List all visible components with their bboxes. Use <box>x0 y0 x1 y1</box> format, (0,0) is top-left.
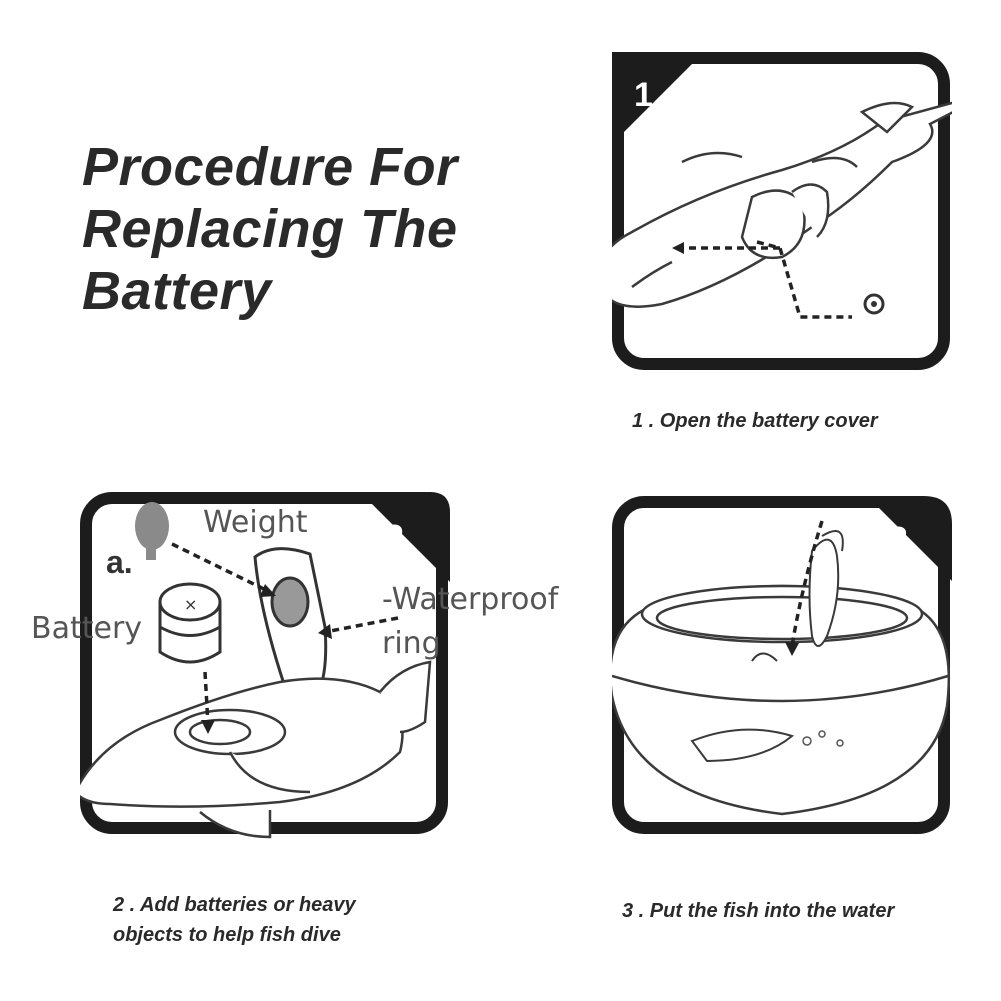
step-2-caption-line-2: objects to help fish dive <box>113 924 341 946</box>
sublabel-a: a. <box>106 544 133 580</box>
label-battery: Battery <box>31 611 143 646</box>
weight-icon <box>135 502 169 550</box>
step-2-panel: 2. × <box>80 492 450 842</box>
step-2-number: 2. <box>384 517 414 558</box>
step-3-panel: 3. <box>612 496 952 836</box>
battery-cover <box>253 547 328 709</box>
fish-bowl <box>612 584 951 816</box>
step-3-caption: 3 . Put the fish into the water <box>622 900 895 922</box>
title-line-1: Procedure For <box>82 137 458 197</box>
battery-icon <box>158 582 222 664</box>
label-ring-line-1: -Waterproof <box>382 582 559 617</box>
step-1-caption: 1 . Open the battery cover <box>632 410 878 432</box>
fish-illustration-1 <box>612 101 952 308</box>
label-ring-line-2: ring <box>382 626 441 661</box>
fish-in-water <box>690 530 844 763</box>
svg-text:×: × <box>184 595 197 614</box>
title-line-2: Replacing The <box>82 199 458 259</box>
page-title: Procedure For Replacing The Battery <box>82 136 542 322</box>
step-1-panel: 1. <box>612 52 952 372</box>
step-2-caption-line-1: 2 . Add batteries or heavy <box>113 894 356 916</box>
label-weight: Weight <box>203 505 308 540</box>
title-line-3: Battery <box>82 261 272 321</box>
step-1-number: 1. <box>634 76 662 114</box>
step-3-number: 3. <box>888 519 918 560</box>
